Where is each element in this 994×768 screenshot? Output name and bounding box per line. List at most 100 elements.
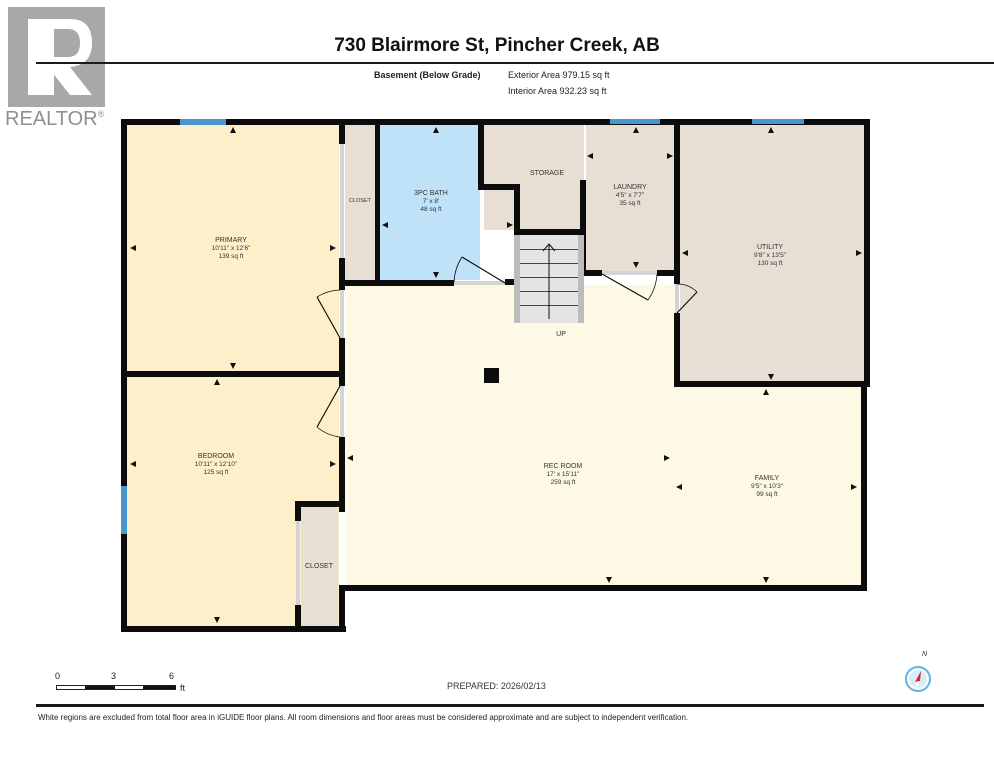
stairs-up-label: UP [556,331,566,338]
door-opening [675,284,679,313]
wall [864,119,870,387]
door-opening [454,281,505,285]
dimension-arrow-icon [763,389,769,395]
dimension-arrow-icon [633,127,639,133]
room-storage-upper [484,125,584,185]
wall [478,119,484,189]
wall [339,280,454,286]
label-utility: UTILITY 9'8" x 13'5" 130 sq ft [753,244,787,267]
room-closet-bedroom [301,507,338,626]
dimension-arrow-icon [606,577,612,583]
door-swing-icon [316,256,698,438]
interior-area: Interior Area 932.23 sq ft [508,86,607,96]
wall [478,184,520,190]
dimension-arrow-icon [347,455,353,461]
dimension-arrow-icon [330,245,336,251]
dimension-arrow-icon [856,250,862,256]
footer-divider [36,704,984,707]
dimension-arrow-icon [214,379,220,385]
stairs [514,235,584,323]
wall [295,605,301,632]
wall [339,119,345,144]
wall [121,119,869,125]
dimension-arrow-icon [851,484,857,490]
dimension-arrow-icon [130,245,136,251]
wall [339,338,345,386]
dimension-arrow-icon [682,250,688,256]
window [180,119,226,125]
dimension-arrow-icon [763,577,769,583]
scale-unit: ft [180,683,186,693]
wall [339,585,865,591]
stairs-up-arrow-icon [542,243,556,319]
dimension-arrow-icon [633,262,639,268]
label-3pc-bath: 3PC BATH 7' x 8' 48 sq ft [414,190,448,213]
label-closet-bedroom: CLOSET [304,563,334,570]
wall [375,119,380,285]
wall [505,279,520,285]
wall [861,381,867,591]
window [752,119,804,124]
room-closet-primary [345,125,375,280]
wall [127,371,345,377]
property-address-title: 730 Blairmore St, Pincher Creek, AB [334,35,660,56]
footer-disclaimer: White regions are excluded from total fl… [38,713,689,722]
prepared-date: PREPARED: 2026/02/13 [447,681,546,691]
scale-tick-0: 0 [55,671,61,681]
floor-plan: UP PRIMARY 10'11" x 12'6" 139 sq ft CLOS… [121,119,870,632]
label-closet-primary: CLOSET [348,198,372,204]
dimension-arrow-icon [330,461,336,467]
compass-icon [903,660,933,693]
dimension-arrow-icon [768,127,774,133]
wall [339,437,345,512]
wall [657,270,680,276]
wall [295,501,345,507]
wall [674,119,680,284]
closet-opening [296,521,300,605]
dimension-arrow-icon [667,153,673,159]
wall [514,184,520,236]
room-utility [680,125,864,381]
wall [121,626,346,632]
door-opening [340,290,344,338]
dimension-arrow-icon [433,127,439,133]
wall [339,585,345,632]
closet-opening [340,144,344,258]
exterior-area: Exterior Area 979.15 sq ft [508,70,610,80]
wall [674,313,680,387]
dimension-arrow-icon [507,222,513,228]
scale-bar [56,685,176,690]
compass-north-label: N [922,651,928,658]
room-rec-room [345,285,675,585]
room-laundry [586,125,674,271]
dimension-arrow-icon [214,617,220,623]
label-bedroom: BEDROOM 10'11" x 12'10" 125 sq ft [194,453,238,476]
room-primary [127,125,339,371]
label-rec-room: REC ROOM 17' x 15'11" 259 sq ft [543,463,583,486]
title-divider [36,62,994,64]
realtor-logo-text: REALTOR® [5,108,105,130]
wall [514,229,586,235]
door-opening [340,386,344,437]
wall [580,180,586,276]
dimension-arrow-icon [433,272,439,278]
wall [580,270,602,276]
dimension-arrow-icon [587,153,593,159]
door-opening [602,271,657,275]
room-family [675,386,861,585]
window [610,119,660,124]
scale-tick-6: 6 [169,671,175,681]
dimension-arrow-icon [230,363,236,369]
realtor-logo-icon [8,7,105,107]
wall [121,119,127,632]
room-3pc-bath [379,125,480,280]
support-column [484,368,499,383]
dimension-arrow-icon [676,484,682,490]
dimension-arrow-icon [230,127,236,133]
dimension-arrow-icon [130,461,136,467]
window [121,486,127,534]
dimension-arrow-icon [664,455,670,461]
scale-tick-3: 3 [111,671,117,681]
label-primary: PRIMARY 10'11" x 12'6" 139 sq ft [211,237,251,260]
wall [675,381,870,387]
